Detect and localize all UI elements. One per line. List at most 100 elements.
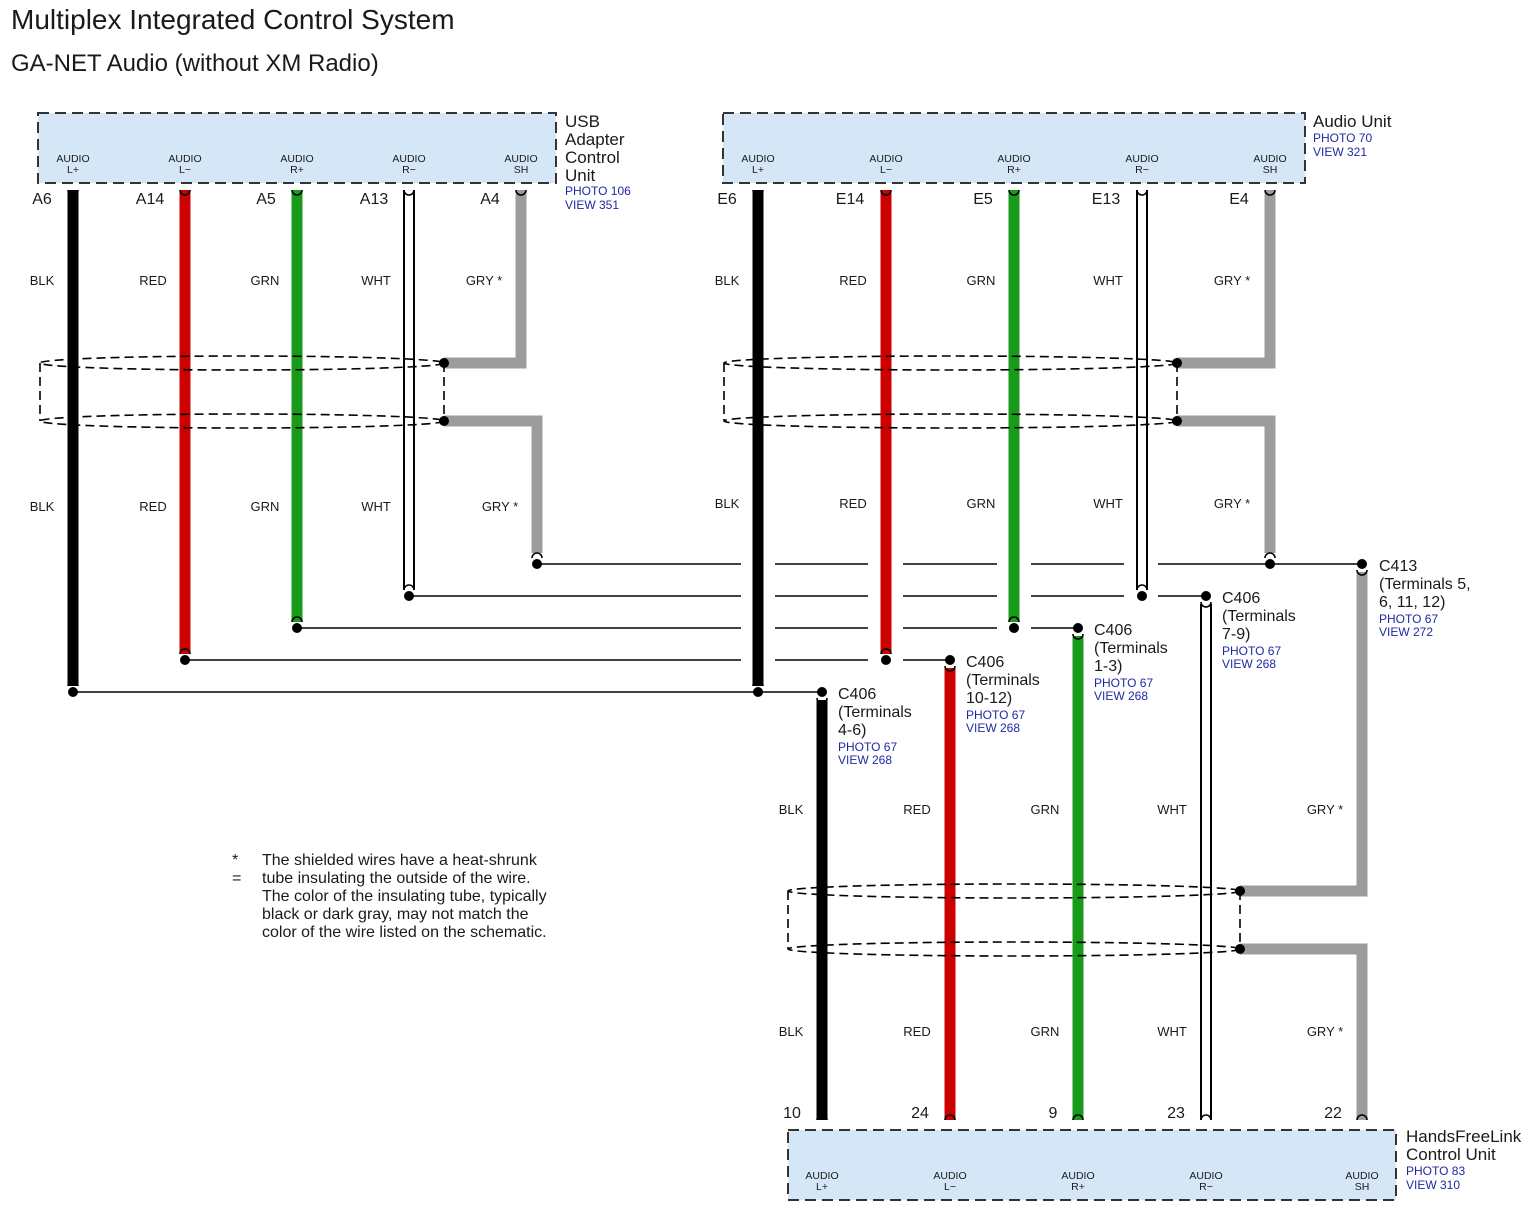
junction-terminals-label: 1-3)	[1094, 658, 1122, 675]
audio-pin-label-bottom: L−	[880, 164, 892, 176]
usb-connector-cap	[403, 584, 415, 591]
splice-dot	[1009, 623, 1019, 633]
audio-pin-label-top: AUDIO	[997, 153, 1030, 165]
hfl-unit-name: Control Unit	[1406, 1145, 1496, 1164]
audio-component-box	[722, 112, 1306, 184]
hfl-pin-label-top: AUDIO	[1345, 1170, 1378, 1182]
audio-wire-color-label: BLK	[715, 273, 740, 288]
usb-wire-color-label: BLK	[30, 499, 55, 514]
page-title: Multiplex Integrated Control System	[11, 4, 455, 35]
usb-view-ref: VIEW 351	[565, 198, 619, 212]
usb-terminal-number: A4	[480, 191, 500, 208]
junction-connector-name: C413	[1379, 558, 1417, 575]
hfl-terminal-number: 9	[1049, 1105, 1058, 1122]
audio-shield-tube	[723, 355, 1178, 429]
usb-wire-color-label: GRY *	[466, 273, 502, 288]
hfl-shield-splice-dot	[1235, 944, 1245, 954]
usb-pin-cap	[179, 189, 191, 196]
hfl-wire-color-label: WHT	[1157, 802, 1187, 817]
usb-unit-name: Adapter	[565, 130, 625, 149]
audio-connector-cap	[880, 648, 892, 655]
audio-pin-label-top: AUDIO	[869, 153, 902, 165]
splice-dot	[881, 655, 891, 665]
note-line: black or dark gray, may not match the	[262, 906, 529, 923]
audio-pin-label-bottom: SH	[1263, 164, 1278, 176]
hfl-wire-color-label: BLK	[779, 1024, 804, 1039]
audio-pin-label-top: AUDIO	[741, 153, 774, 165]
usb-unit-name: USB	[565, 112, 600, 131]
usb-unit-name: Control	[565, 148, 620, 167]
junction-photo-ref: PHOTO 67	[838, 740, 897, 754]
audio-wire-color-label: RED	[839, 273, 866, 288]
splice-dot	[753, 687, 763, 697]
junction-connector-name: C406	[838, 686, 876, 703]
audio-terminal-number: E6	[717, 191, 737, 208]
hfl-connector-cap	[1356, 569, 1368, 576]
junction-terminals-label: (Terminals	[1222, 608, 1296, 625]
hfl-wire-color-label: RED	[903, 802, 930, 817]
usb-wire-color-label: GRN	[251, 273, 280, 288]
usb-shield-splice-dot	[439, 416, 449, 426]
note-marker: * =	[232, 852, 242, 887]
audio-pin-label-top: AUDIO	[1253, 153, 1286, 165]
hfl-wire-color-label: GRY *	[1307, 802, 1343, 817]
audio-shield-drain-lower	[1177, 415, 1276, 553]
hfl-pin-label-bottom: L+	[816, 1181, 828, 1193]
hfl-view-ref: VIEW 310	[1406, 1178, 1460, 1192]
audio-connector-cap	[1136, 584, 1148, 591]
usb-shield-tube-bottom	[39, 413, 445, 429]
usb-wire-color-label: RED	[139, 273, 166, 288]
hfl-terminal-number: 10	[783, 1105, 801, 1122]
splice-dot	[817, 687, 827, 697]
junction-terminals-label: 6, 11, 12)	[1379, 594, 1445, 611]
splice-dot	[292, 623, 302, 633]
usb-pin-label-bottom: SH	[514, 164, 529, 176]
junction-photo-ref: PHOTO 67	[1094, 676, 1153, 690]
audio-wire-color-label: GRY *	[1214, 273, 1250, 288]
usb-pin-label-bottom: R+	[290, 164, 304, 176]
audio-wire-color-label: RED	[839, 496, 866, 511]
splice-dot	[68, 687, 78, 697]
audio-connector-cap	[1264, 552, 1276, 559]
hfl-wire-color-label: BLK	[779, 802, 804, 817]
hfl-wire-color-label: RED	[903, 1024, 930, 1039]
usb-unit-name: Unit	[565, 166, 596, 185]
usb-shield-tube-top	[39, 355, 445, 371]
hfl-connector-cap	[1072, 633, 1084, 640]
hfl-connector-cap	[816, 697, 828, 704]
usb-terminal-number: A6	[32, 191, 52, 208]
usb-pin-cap	[515, 189, 527, 196]
hfl-shield-tube-bottom	[787, 941, 1241, 957]
audio-connector-cap	[752, 680, 764, 687]
junction-terminals-label: 10-12)	[966, 690, 1012, 707]
audio-shield-tube-bottom	[723, 413, 1178, 429]
audio-shield-splice-dot	[1172, 416, 1182, 426]
junction-view-ref: VIEW 268	[1094, 689, 1148, 703]
usb-connector-cap	[179, 648, 191, 655]
audio-pin-label-bottom: L+	[752, 164, 764, 176]
audio-pin-label-bottom: R−	[1135, 164, 1149, 176]
usb-pin-label-top: AUDIO	[168, 153, 201, 165]
hfl-connector-cap	[944, 665, 956, 672]
audio-wire-color-label: GRN	[967, 496, 996, 511]
hfl-pin-cap	[1072, 1114, 1084, 1121]
hfl-shield-tube-top	[787, 883, 1241, 899]
usb-wire-color-label: WHT	[361, 273, 391, 288]
junction-terminals-label: (Terminals	[838, 704, 912, 721]
splice-dot	[1201, 591, 1211, 601]
hfl-unit-name: HandsFreeLink	[1406, 1127, 1522, 1146]
audio-pin-label-top: AUDIO	[1125, 153, 1158, 165]
page-subtitle: GA-NET Audio (without XM Radio)	[11, 50, 379, 77]
hfl-pin-label-top: AUDIO	[1189, 1170, 1222, 1182]
junction-terminals-label: (Terminals 5,	[1379, 576, 1471, 593]
usb-connector-cap	[67, 680, 79, 687]
hfl-pin-cap	[816, 1114, 828, 1121]
audio-terminal-number: E13	[1092, 191, 1121, 208]
junction-terminals-label: 4-6)	[838, 722, 866, 739]
hfl-terminal-number: 24	[911, 1105, 929, 1122]
usb-pin-cap	[291, 189, 303, 196]
audio-pin-cap	[1264, 189, 1276, 196]
junction-photo-ref: PHOTO 67	[966, 708, 1025, 722]
usb-connector-cap	[291, 616, 303, 623]
